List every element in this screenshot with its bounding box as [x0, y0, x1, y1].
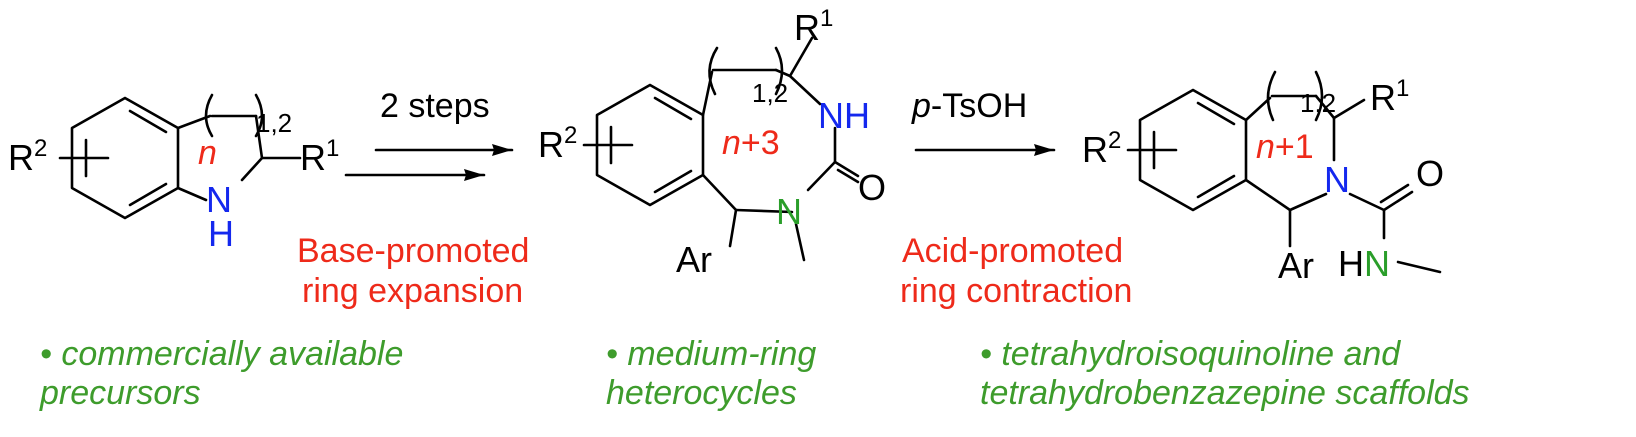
note-2-line1: • medium-ring — [606, 335, 816, 373]
note-3-line2: tetrahydrobenzazepine scaffolds — [980, 374, 1470, 412]
step2-reagent: p-TsOH — [911, 87, 1027, 125]
contracted-product: R2 1,2 R1 n+1 N O Ar HN — [1082, 70, 1444, 286]
ring-size-label: n+1 — [1256, 128, 1314, 166]
note-3-line1: • tetrahydroisoquinoline and — [980, 335, 1401, 373]
n-label: N — [1324, 159, 1350, 200]
o-label: O — [1416, 153, 1444, 194]
loop-subscript: 1,2 — [256, 108, 292, 138]
r1-label: R1 — [1370, 75, 1409, 118]
nh-n-label: N — [206, 179, 232, 220]
n-label: N — [776, 191, 802, 232]
arrow-step-1: 2 steps Base-promoted ring expansion — [297, 87, 529, 310]
note-2-line2: heterocycles — [606, 374, 797, 412]
ring-loop — [176, 114, 212, 130]
nh-label: NH — [818, 95, 870, 136]
ar-label: Ar — [1278, 245, 1314, 286]
step1-reagent: 2 steps — [380, 87, 490, 125]
loop-subscript: 1,2 — [752, 78, 788, 108]
ring-size-label: n — [198, 134, 217, 172]
r1-label: R1 — [300, 135, 339, 178]
ring-size-label: n+3 — [722, 124, 780, 162]
hn-label: HN — [1338, 243, 1390, 284]
note-1-line1: • commercially available — [40, 335, 403, 373]
step2-desc-line2: ring contraction — [900, 272, 1132, 310]
notes: • commercially available precursors • me… — [39, 335, 1470, 412]
r1-label: R1 — [794, 5, 833, 48]
step1-desc-line1: Base-promoted — [297, 232, 529, 270]
r2-label: R2 — [8, 135, 47, 178]
nh-h-label: H — [208, 213, 234, 254]
r2-label: R2 — [1082, 127, 1121, 170]
loop-subscript: 1,2 — [1300, 88, 1336, 118]
note-1-line2: precursors — [39, 374, 201, 412]
r2-label: R2 — [538, 122, 577, 165]
starting-material: R2 1,2 n R1 N H — [8, 93, 339, 254]
arrow-step-2: p-TsOH Acid-promoted ring contraction — [900, 87, 1132, 310]
ar-label: Ar — [676, 239, 712, 280]
step2-desc-line1: Acid-promoted — [902, 232, 1123, 270]
step1-desc-line2: ring expansion — [302, 272, 523, 310]
medium-ring-product: R2 R1 1,2 n+3 NH O N Ar — [538, 5, 886, 280]
o-label: O — [858, 167, 886, 208]
